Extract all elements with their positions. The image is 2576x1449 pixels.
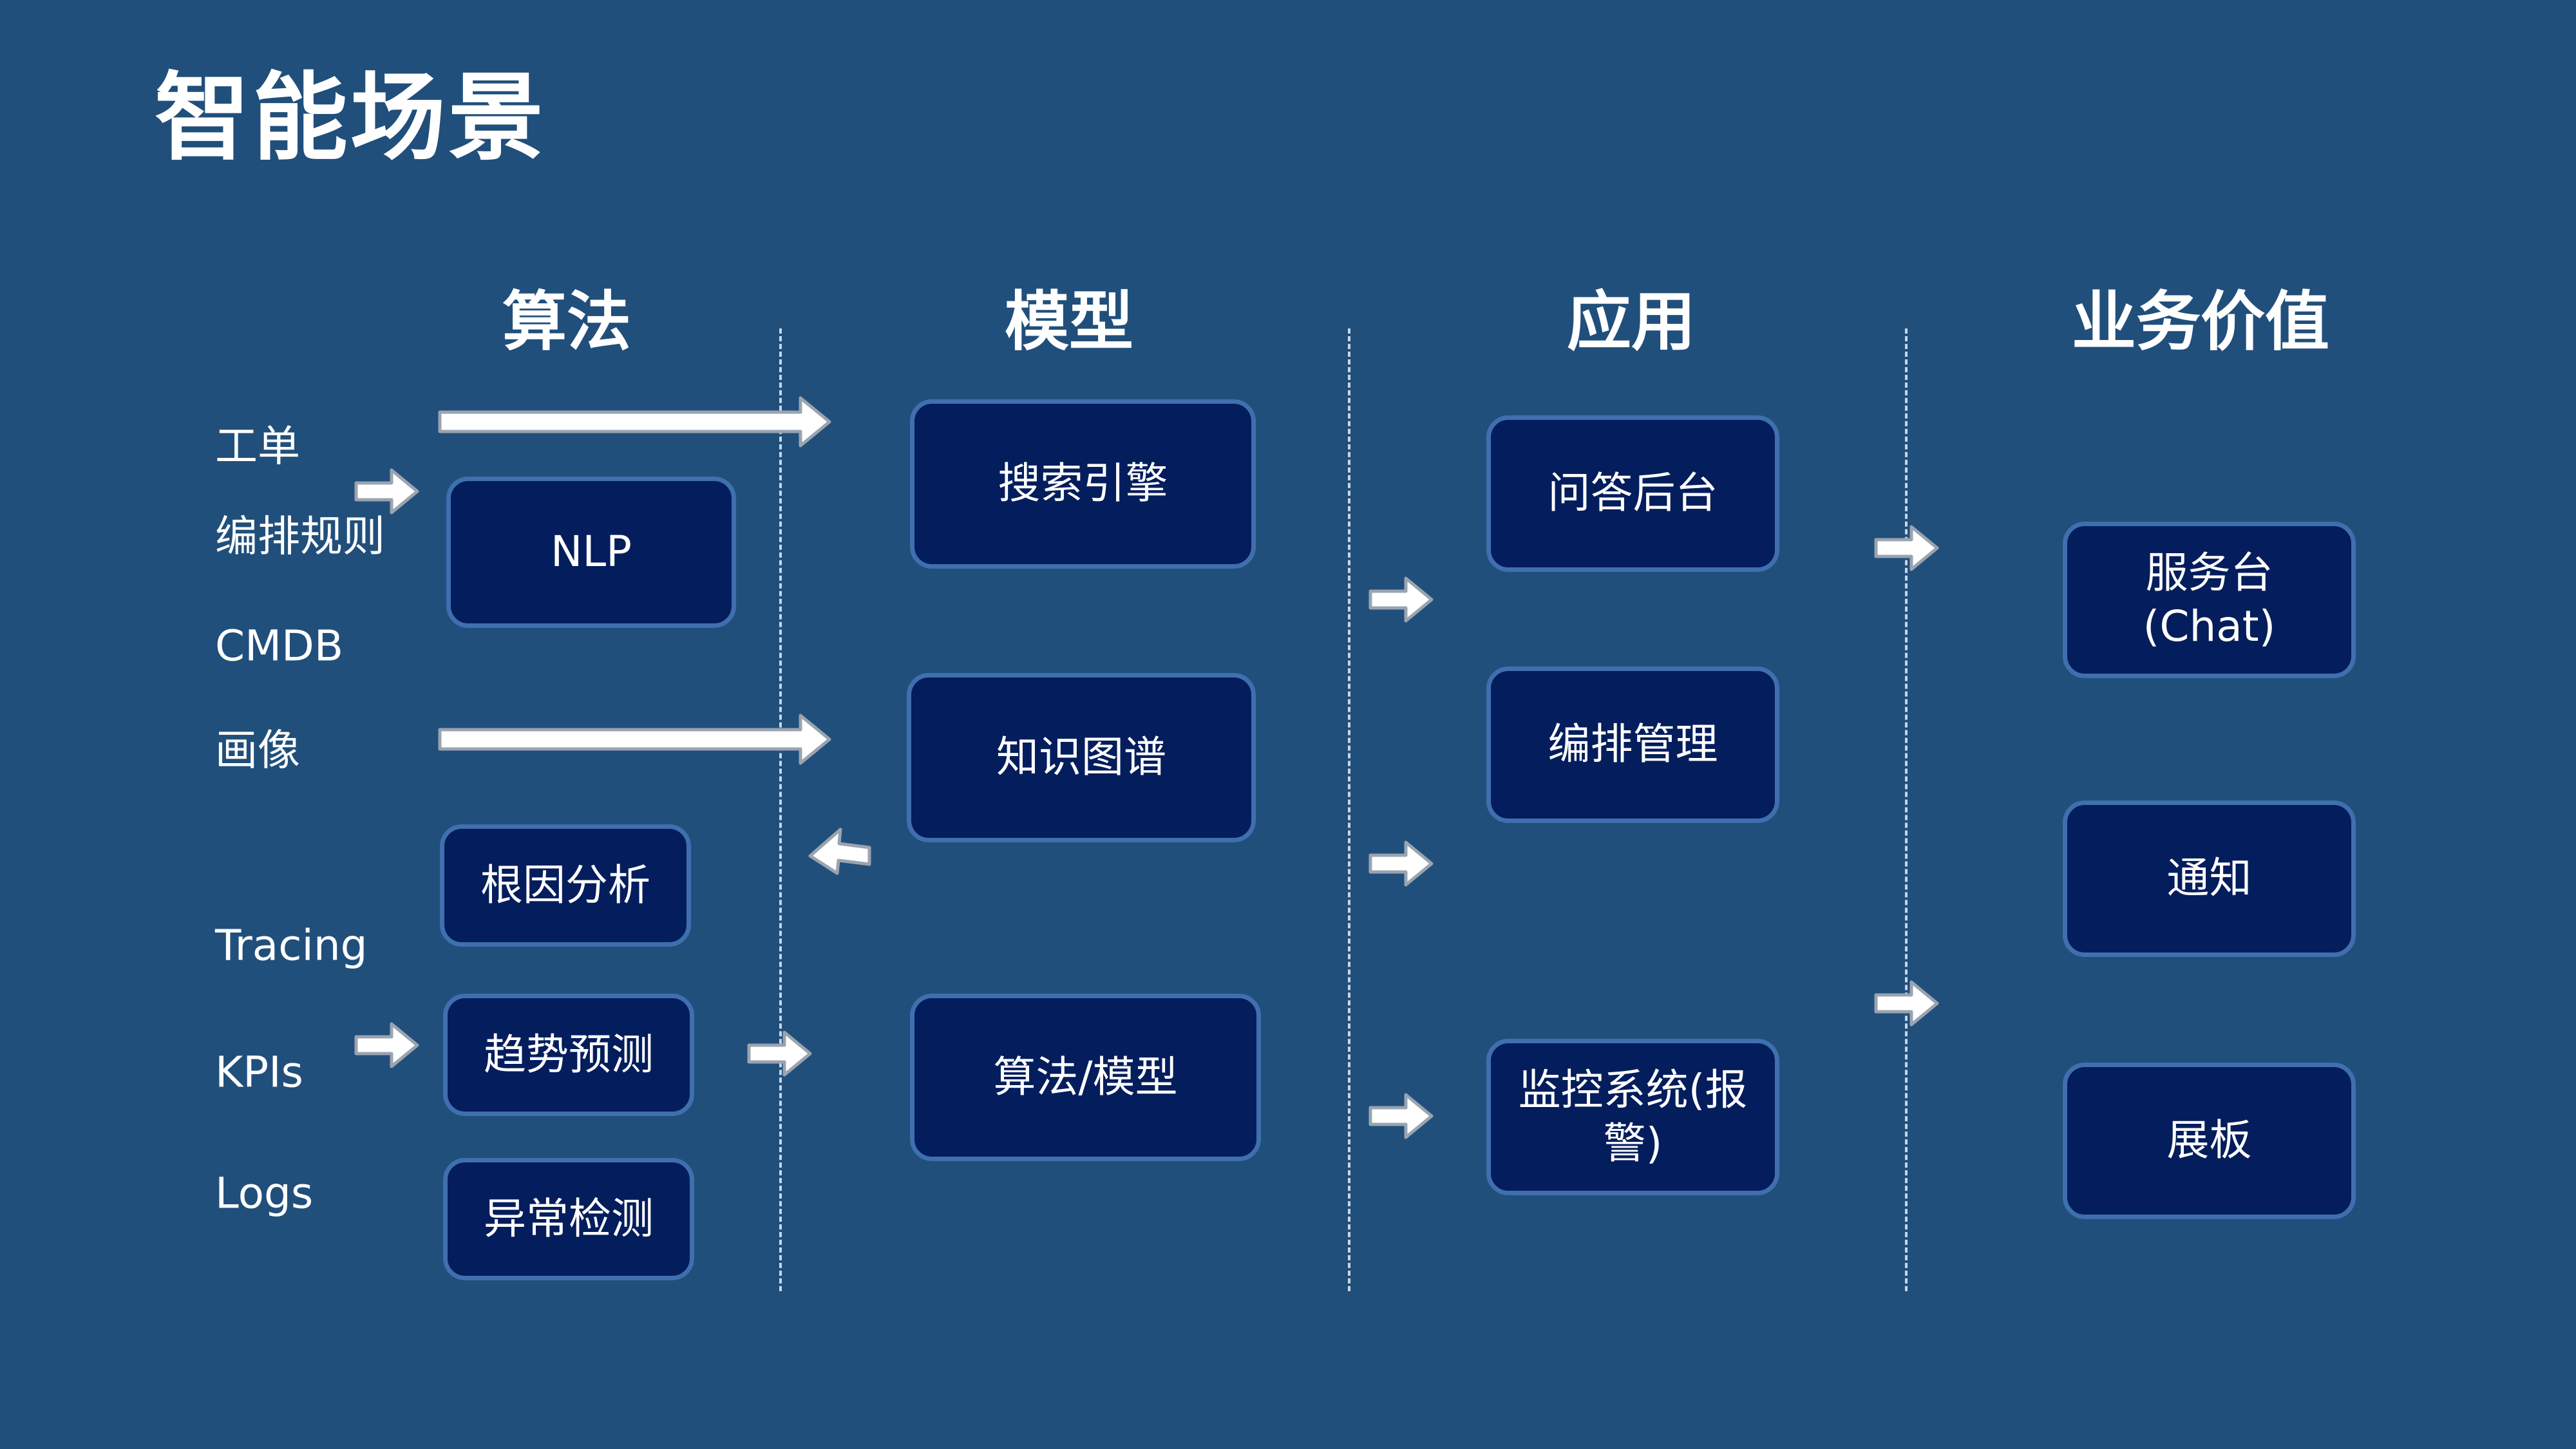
- business-box-notification-label: 通知: [2166, 853, 2252, 904]
- right-arrow-icon-model-app-1: [1368, 576, 1434, 623]
- right-arrow-icon-kpis-trend: [354, 1022, 419, 1068]
- right-arrow-icon-trend-model: [747, 1030, 812, 1077]
- divider-application-business: [1905, 328, 1908, 1291]
- column-header-application: 应用: [1567, 284, 1696, 359]
- right-arrow-icon-app-business-1: [1874, 525, 1939, 571]
- application-box-monitoring-line1: 监控系统(报: [1518, 1065, 1748, 1115]
- algorithm-box-anomaly-detection: 异常检测: [443, 1158, 694, 1280]
- business-box-service-desk-line2: (Chat): [2143, 601, 2276, 651]
- input-cmdb: CMDB: [215, 621, 344, 671]
- algorithm-box-nlp-label: NLP: [551, 527, 632, 577]
- long-arrow-icon-work-order: [438, 396, 831, 448]
- algorithm-box-trend-forecast-label: 趋势预测: [484, 1029, 654, 1079]
- column-header-business-value: 业务价值: [2072, 284, 2329, 359]
- algorithm-box-root-cause: 根因分析: [440, 824, 691, 947]
- algorithm-box-nlp: NLP: [446, 477, 736, 628]
- column-header-model: 模型: [1005, 284, 1133, 359]
- input-work-order: 工单: [215, 421, 300, 471]
- application-box-qa-backend-label: 问答后台: [1548, 468, 1718, 518]
- model-box-algorithm-model: 算法/模型: [910, 994, 1261, 1161]
- algorithm-box-anomaly-detection-label: 异常检测: [484, 1193, 654, 1244]
- divider-model-application: [1348, 328, 1350, 1291]
- application-box-orchestration-mgmt-label: 编排管理: [1548, 719, 1718, 770]
- business-box-service-desk: 服务台 (Chat): [2063, 522, 2356, 678]
- input-orchestration-rules: 编排规则: [215, 511, 385, 562]
- input-logs: Logs: [215, 1168, 314, 1218]
- business-box-dashboard-label: 展板: [2166, 1115, 2252, 1166]
- right-arrow-icon-rules-nlp: [354, 468, 419, 515]
- model-box-knowledge-graph-label: 知识图谱: [996, 732, 1166, 782]
- input-kpis: KPIs: [215, 1047, 303, 1097]
- application-box-qa-backend: 问答后台: [1486, 415, 1779, 572]
- algorithm-box-root-cause-label: 根因分析: [480, 860, 650, 910]
- input-profile: 画像: [215, 725, 300, 775]
- long-arrow-icon-profile: [438, 714, 831, 765]
- page-title: 智能场景: [155, 62, 546, 173]
- algorithm-box-trend-forecast: 趋势预测: [443, 994, 694, 1116]
- application-box-monitoring-line2: 警): [1603, 1118, 1663, 1168]
- right-arrow-icon-model-app-2: [1368, 840, 1434, 887]
- business-box-notification: 通知: [2063, 800, 2356, 957]
- application-box-monitoring: 监控系统(报 警): [1486, 1039, 1779, 1195]
- left-arrow-icon-graph-algorithms: [808, 828, 871, 875]
- application-box-orchestration-mgmt: 编排管理: [1486, 667, 1779, 823]
- column-header-algorithm: 算法: [502, 284, 631, 359]
- business-box-dashboard: 展板: [2063, 1063, 2356, 1219]
- model-box-knowledge-graph: 知识图谱: [907, 673, 1256, 842]
- divider-algorithm-model: [779, 328, 782, 1291]
- model-box-search-engine-label: 搜索引擎: [998, 459, 1168, 509]
- business-box-service-desk-line1: 服务台: [2145, 548, 2273, 598]
- model-box-search-engine: 搜索引擎: [910, 399, 1256, 569]
- right-arrow-icon-app-business-2: [1874, 980, 1939, 1027]
- right-arrow-icon-model-app-3: [1368, 1093, 1434, 1139]
- model-box-algorithm-model-label: 算法/模型: [993, 1052, 1178, 1102]
- input-tracing: Tracing: [215, 920, 368, 971]
